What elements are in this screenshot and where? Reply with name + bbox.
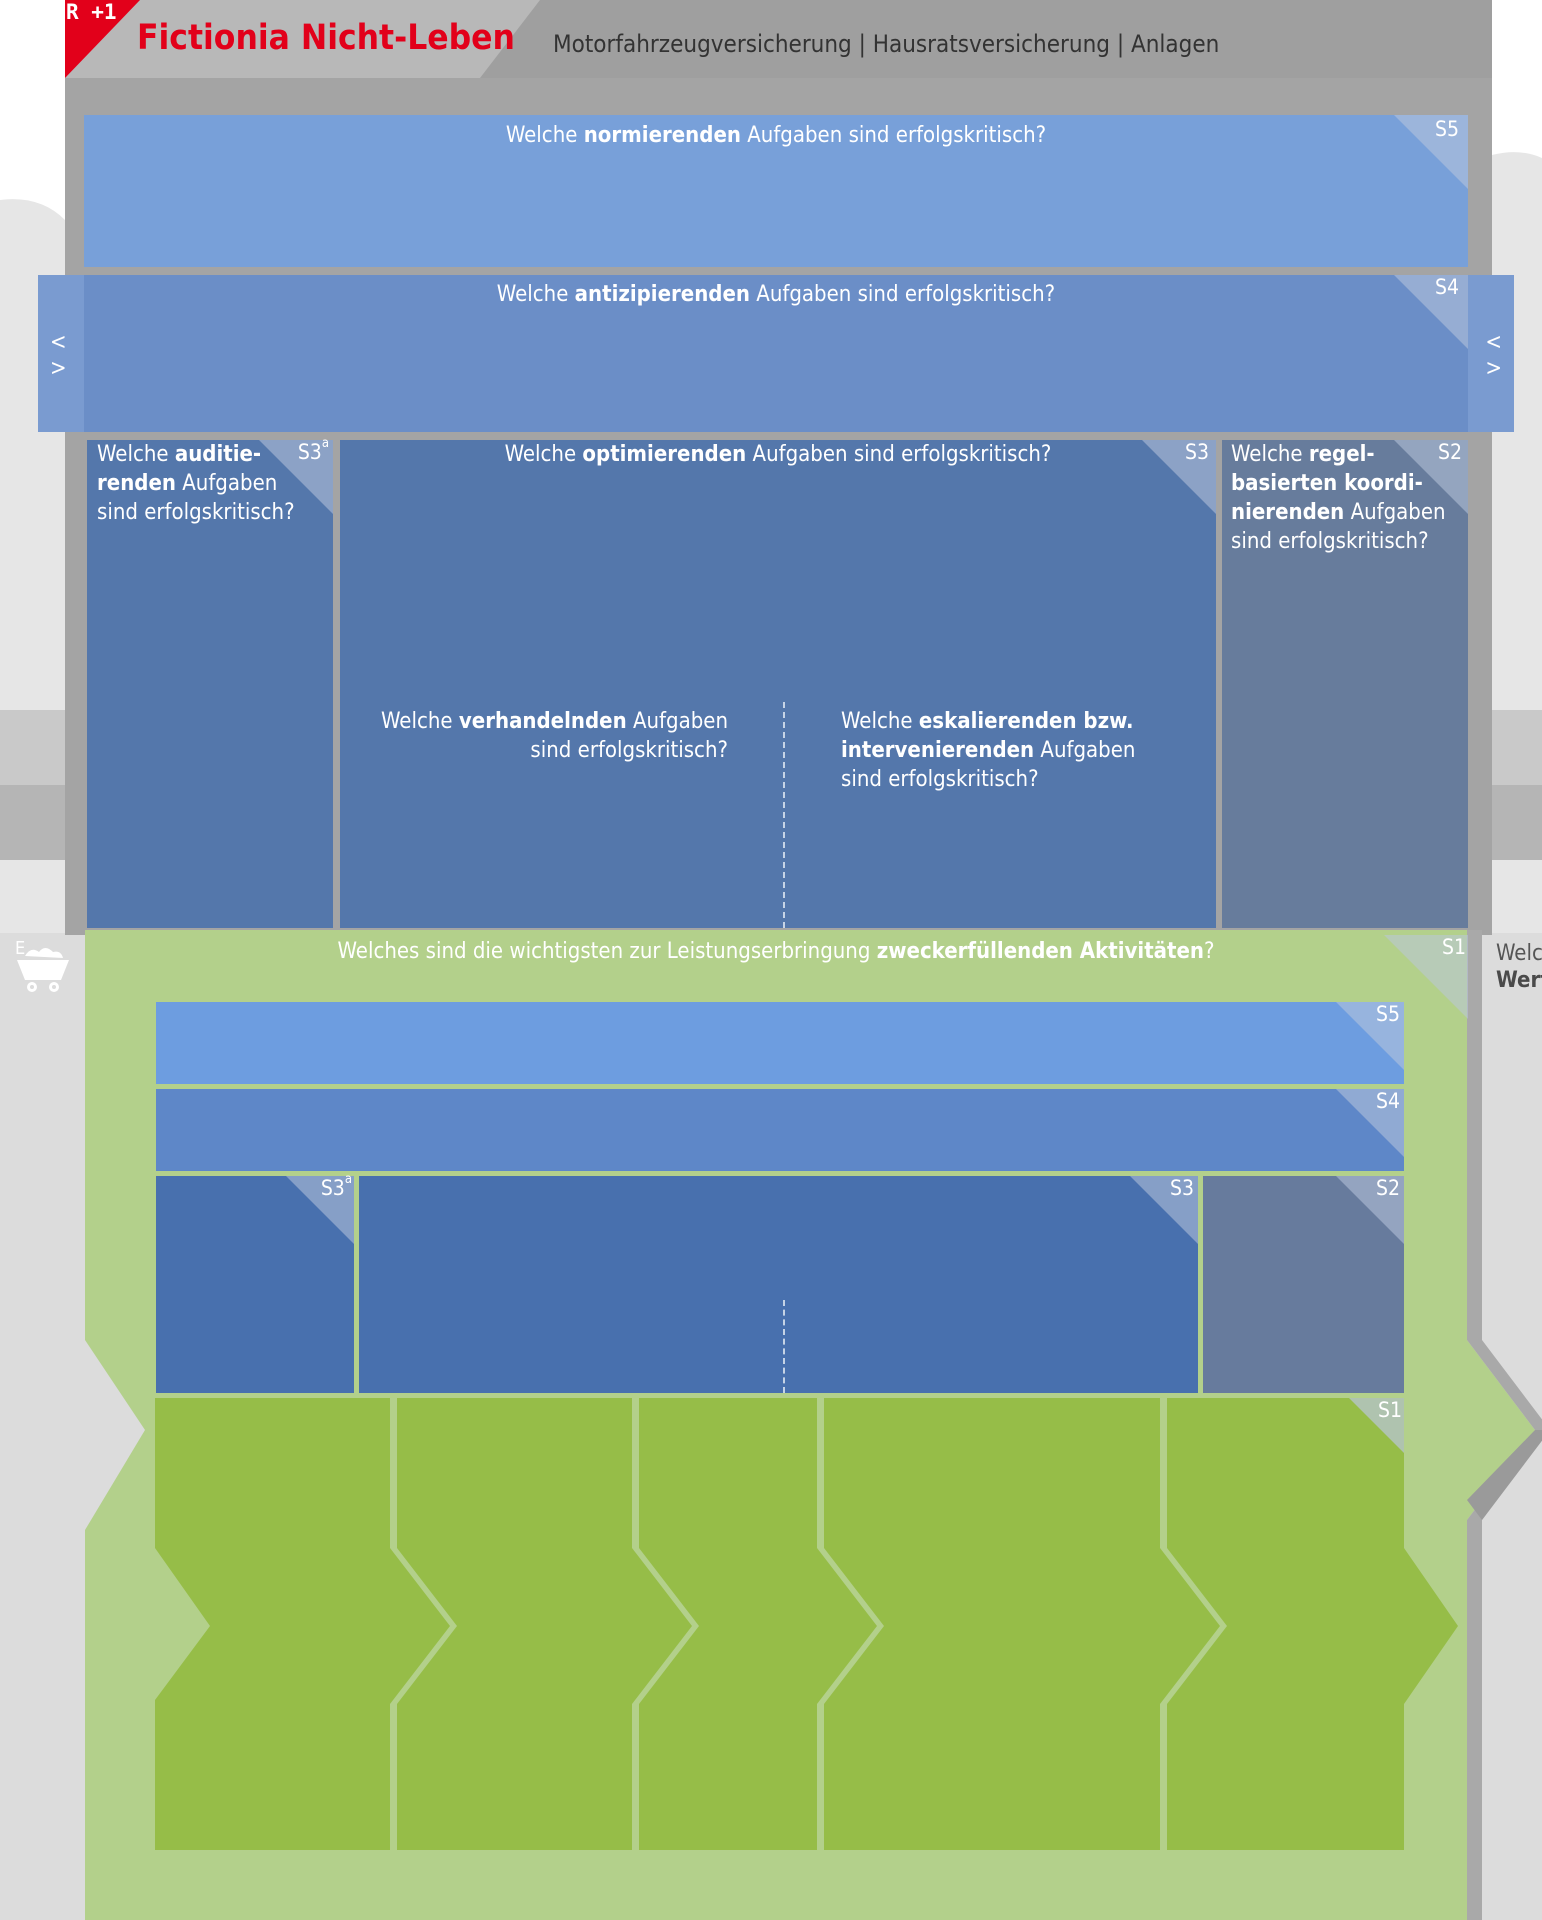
process-step-3 xyxy=(639,1398,877,1850)
corner-label-s2: S2 xyxy=(1437,440,1462,464)
process-chevrons xyxy=(155,1398,1458,1850)
question-auditierend: Welche auditie- renden Aufgaben sind erf… xyxy=(97,442,295,525)
corner-fold-icon xyxy=(1336,1176,1404,1244)
right-label: Welc Wert xyxy=(1496,941,1542,993)
corner-fold-icon xyxy=(1142,440,1216,514)
block-s4: S4 Welche antizipierenden Aufgaben sind … xyxy=(38,275,1514,432)
question-regelbasiert: Welche regel- basierten koordi- nierende… xyxy=(1231,442,1446,554)
corner-fold-icon xyxy=(1394,275,1468,349)
company-title: Fictionia Nicht-Leben xyxy=(137,18,515,58)
corner-label-inner-s1: S1 xyxy=(1378,1398,1403,1422)
question-antizipierend: Welche antizipierenden Aufgaben sind erf… xyxy=(496,282,1056,307)
process-step-2 xyxy=(397,1398,692,1850)
header-nav-tab xyxy=(480,0,1492,78)
block-s5: S5 Welche normierenden Aufgaben sind erf… xyxy=(84,115,1468,267)
corner-fold-icon xyxy=(1336,1089,1404,1157)
s4-right-tab[interactable] xyxy=(1468,275,1514,432)
question-verhandelnd: Welche verhandelnden Aufgaben sind erfol… xyxy=(381,709,728,763)
corner-fold-icon xyxy=(1130,1176,1198,1244)
corner-label-s3: S3 xyxy=(1184,440,1209,464)
corner-label-s5: S5 xyxy=(1434,117,1459,141)
process-step-5 xyxy=(1167,1398,1458,1850)
inner-s2: S2 xyxy=(1203,1176,1404,1393)
process-step-4 xyxy=(824,1398,1220,1850)
block-s3: S3 Welche optimierenden Aufgaben sind er… xyxy=(340,440,1216,928)
header-nav[interactable]: Motorfahrzeugversicherung | Hausratsvers… xyxy=(553,30,1220,58)
corner-label-inner-s3a: S3a xyxy=(320,1172,352,1200)
block-s3a: S3a Welche auditie- renden Aufgaben sind… xyxy=(87,436,333,928)
question-zweckerfuellend: Welches sind die wichtigsten zur Leistun… xyxy=(337,939,1215,964)
question-normierend: Welche normierenden Aufgaben sind erfolg… xyxy=(505,123,1047,148)
corner-label-s3a: S3a xyxy=(297,436,329,464)
divider-line xyxy=(783,702,785,928)
s4-left-tab[interactable] xyxy=(38,275,84,432)
corner-fold-icon xyxy=(1394,115,1468,189)
brand-badge-label: R +1 xyxy=(66,0,117,24)
divider-line xyxy=(783,1300,785,1393)
chevron-left-icon[interactable]: <> xyxy=(50,330,67,381)
corner-label-s1: S1 xyxy=(1442,935,1467,959)
inner-s5: S5 xyxy=(156,1002,1404,1084)
inner-s3: S3 xyxy=(359,1176,1198,1393)
corner-fold-icon xyxy=(1336,1002,1404,1070)
header-title-tab xyxy=(65,0,545,78)
block-s2: S2 Welche regel- basierten koordi- niere… xyxy=(1222,440,1468,928)
inner-s4: S4 xyxy=(156,1089,1404,1171)
corner-label-s4: S4 xyxy=(1434,275,1459,299)
question-optimierend: Welche optimierenden Aufgaben sind erfol… xyxy=(504,442,1052,467)
process-step-1 xyxy=(155,1398,450,1850)
question-eskalierend: Welche eskalierenden bzw. intervenierend… xyxy=(841,709,1136,792)
inner-s3a: S3a xyxy=(156,1172,354,1393)
corner-label-inner-s5: S5 xyxy=(1375,1002,1400,1026)
brand-badge xyxy=(65,0,140,78)
mine-cart-icon xyxy=(17,948,69,992)
corner-fold-icon xyxy=(286,1176,354,1244)
left-label: E xyxy=(15,938,26,959)
corner-label-inner-s2: S2 xyxy=(1375,1176,1400,1200)
corner-fold-icon xyxy=(1394,440,1468,514)
corner-label-inner-s3: S3 xyxy=(1169,1176,1194,1200)
corner-fold-icon xyxy=(259,440,333,514)
chevron-right-icon[interactable]: <> xyxy=(1485,330,1502,381)
corner-label-inner-s4: S4 xyxy=(1375,1089,1400,1113)
